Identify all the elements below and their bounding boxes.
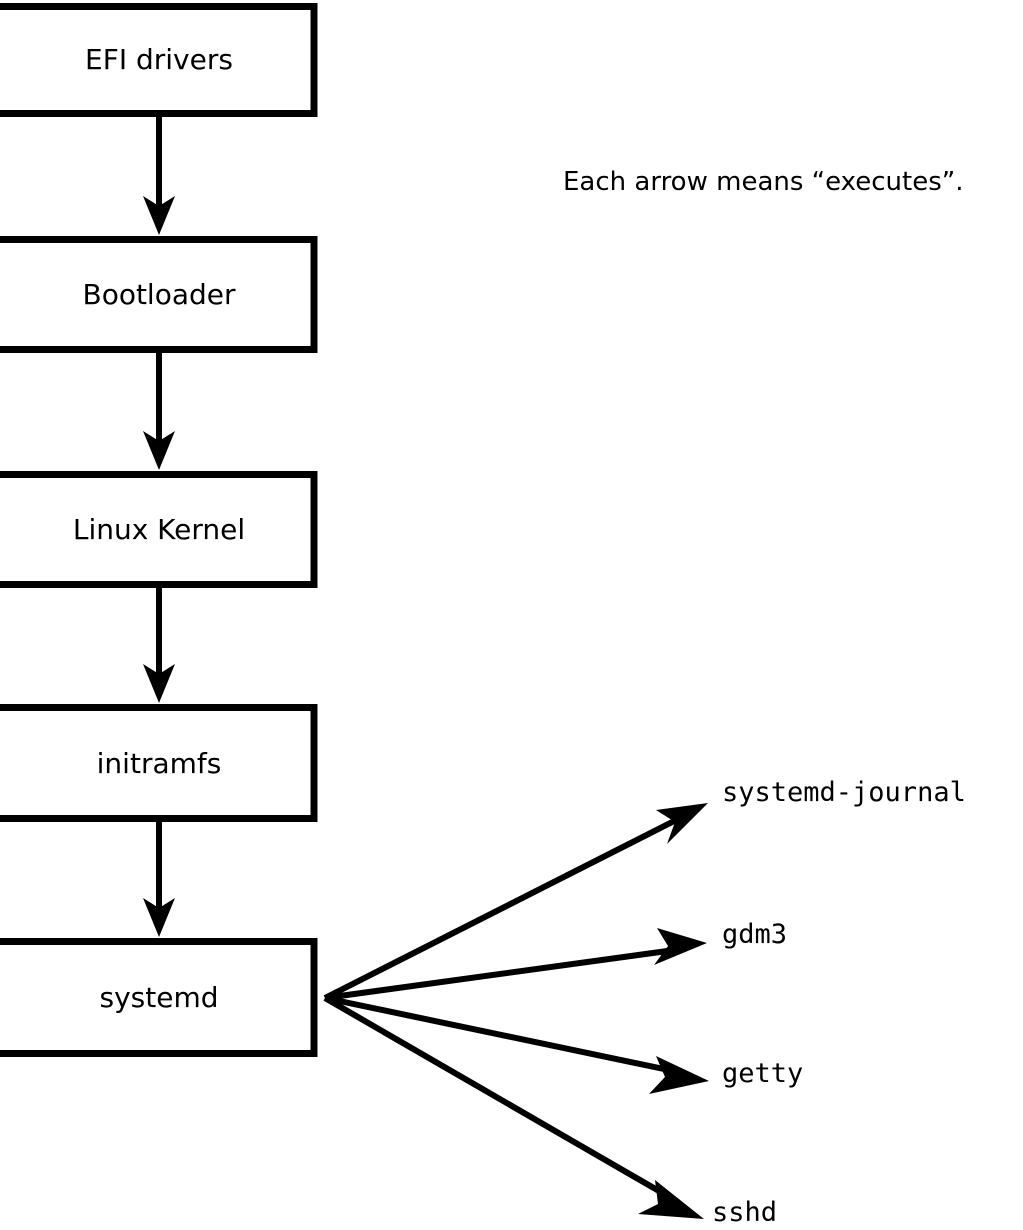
child-process-label-getty: getty bbox=[722, 1058, 803, 1089]
stage-box-outline bbox=[0, 471, 318, 588]
stage-box-bootloader[interactable]: Bootloader bbox=[0, 236, 318, 353]
arrow-systemd-to-systemd-journal bbox=[323, 803, 708, 1001]
arrow-systemd-to-sshd bbox=[323, 995, 704, 1219]
child-process-label-sshd: sshd bbox=[712, 1197, 777, 1228]
stage-box-outline bbox=[0, 3, 318, 117]
arrow-initramfs-to-systemd bbox=[143, 822, 175, 937]
child-process-labels: systemd-journal gdm3 getty sshd bbox=[712, 777, 966, 1228]
arrow-head-icon bbox=[654, 928, 707, 965]
arrow-head-icon bbox=[143, 664, 175, 703]
arrow-bootloader-to-linux-kernel bbox=[143, 353, 175, 470]
stage-box-label: Bootloader bbox=[82, 278, 236, 311]
arrow-head-icon bbox=[143, 898, 175, 937]
arrow-systemd-to-gdm3 bbox=[324, 928, 707, 1001]
stage-box-outline bbox=[0, 938, 318, 1057]
child-process-label-systemd-journal: systemd-journal bbox=[722, 777, 966, 808]
systemd-child-arrows bbox=[323, 803, 709, 1219]
legend-note: Each arrow means “executes”. bbox=[563, 167, 964, 197]
stage-box-systemd[interactable]: systemd bbox=[0, 938, 318, 1057]
arrow-shaft bbox=[324, 946, 683, 1001]
stage-box-label: Linux Kernel bbox=[73, 513, 245, 546]
stage-box-label: systemd bbox=[100, 981, 219, 1014]
arrow-shaft bbox=[324, 995, 684, 1076]
stage-box-linux-kernel[interactable]: Linux Kernel bbox=[0, 471, 318, 588]
boot-chain-boxes: EFI drivers Bootloader Linux Kernel init… bbox=[0, 3, 318, 1057]
arrow-head-icon bbox=[649, 1056, 709, 1094]
stage-box-label: initramfs bbox=[97, 747, 222, 780]
arrow-efi-drivers-to-bootloader bbox=[143, 117, 175, 235]
child-process-label-gdm3: gdm3 bbox=[722, 919, 787, 950]
boot-chain-arrows bbox=[143, 117, 175, 937]
arrow-systemd-to-getty bbox=[324, 995, 709, 1094]
arrow-shaft bbox=[323, 995, 680, 1205]
stage-box-outline bbox=[0, 704, 318, 822]
stage-box-initramfs[interactable]: initramfs bbox=[0, 704, 318, 822]
arrow-linux-kernel-to-initramfs bbox=[143, 588, 175, 703]
stage-box-efi-drivers[interactable]: EFI drivers bbox=[0, 3, 318, 117]
stage-box-label: EFI drivers bbox=[85, 43, 233, 76]
arrow-head-icon bbox=[143, 196, 175, 235]
arrow-head-icon bbox=[638, 1180, 704, 1219]
arrow-shaft bbox=[323, 812, 688, 1001]
arrow-head-icon bbox=[143, 431, 175, 470]
stage-box-outline bbox=[0, 236, 318, 353]
arrow-head-icon bbox=[656, 803, 708, 844]
